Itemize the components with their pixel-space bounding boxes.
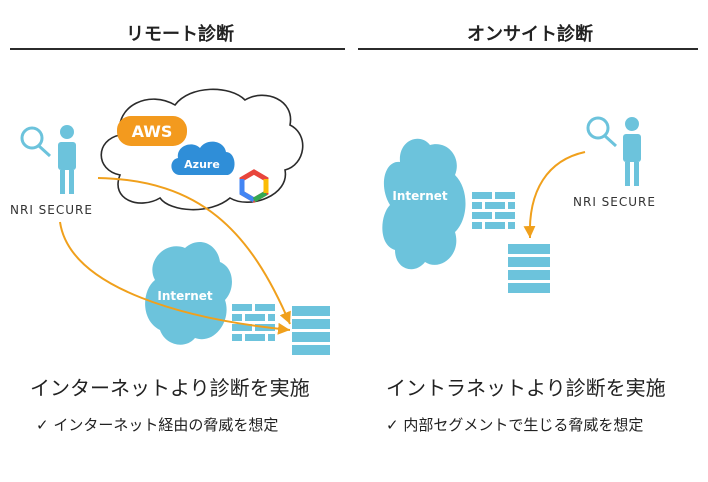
server-icon xyxy=(292,306,330,355)
azure-label: Azure xyxy=(184,158,220,171)
remote-caption: インターネットより診断を実施 xyxy=(30,376,310,400)
remote-diagnosis-title: リモート診断 xyxy=(126,24,234,45)
left-title-rule xyxy=(10,48,345,50)
cloud-services-icon xyxy=(100,88,304,211)
arrow-via-internet xyxy=(59,221,291,335)
aws-logo: AWS xyxy=(117,116,187,146)
arrow-via-cloud xyxy=(97,177,291,325)
internet-label-right: Internet xyxy=(392,189,447,203)
person-magnifier-icon xyxy=(20,125,76,194)
internet-cloud-icon: Internet xyxy=(145,242,232,345)
person-magnifier-icon-right xyxy=(586,116,641,186)
nri-secure-logo-right: NRI SECURE xyxy=(573,195,656,209)
aws-label: AWS xyxy=(132,122,173,141)
nri-secure-logo-left: NRI SECURE xyxy=(10,203,93,217)
internet-label-left: Internet xyxy=(157,289,212,303)
onsite-diagnosis-title: オンサイト診断 xyxy=(467,24,593,45)
firewall-icon-right xyxy=(472,192,515,229)
remote-subcaption: ✓ インターネット経由の脅威を想定 xyxy=(36,416,279,434)
azure-logo: Azure xyxy=(171,141,235,175)
server-icon-right xyxy=(508,244,550,293)
internet-cloud-icon-right: Internet xyxy=(382,138,466,270)
google-cloud-icon xyxy=(239,169,269,203)
right-title-rule xyxy=(358,48,698,50)
onsite-caption: イントラネットより診断を実施 xyxy=(386,376,666,400)
arrow-onsite xyxy=(523,151,586,239)
onsite-subcaption: ✓ 内部セグメントで生じる脅威を想定 xyxy=(386,416,644,434)
